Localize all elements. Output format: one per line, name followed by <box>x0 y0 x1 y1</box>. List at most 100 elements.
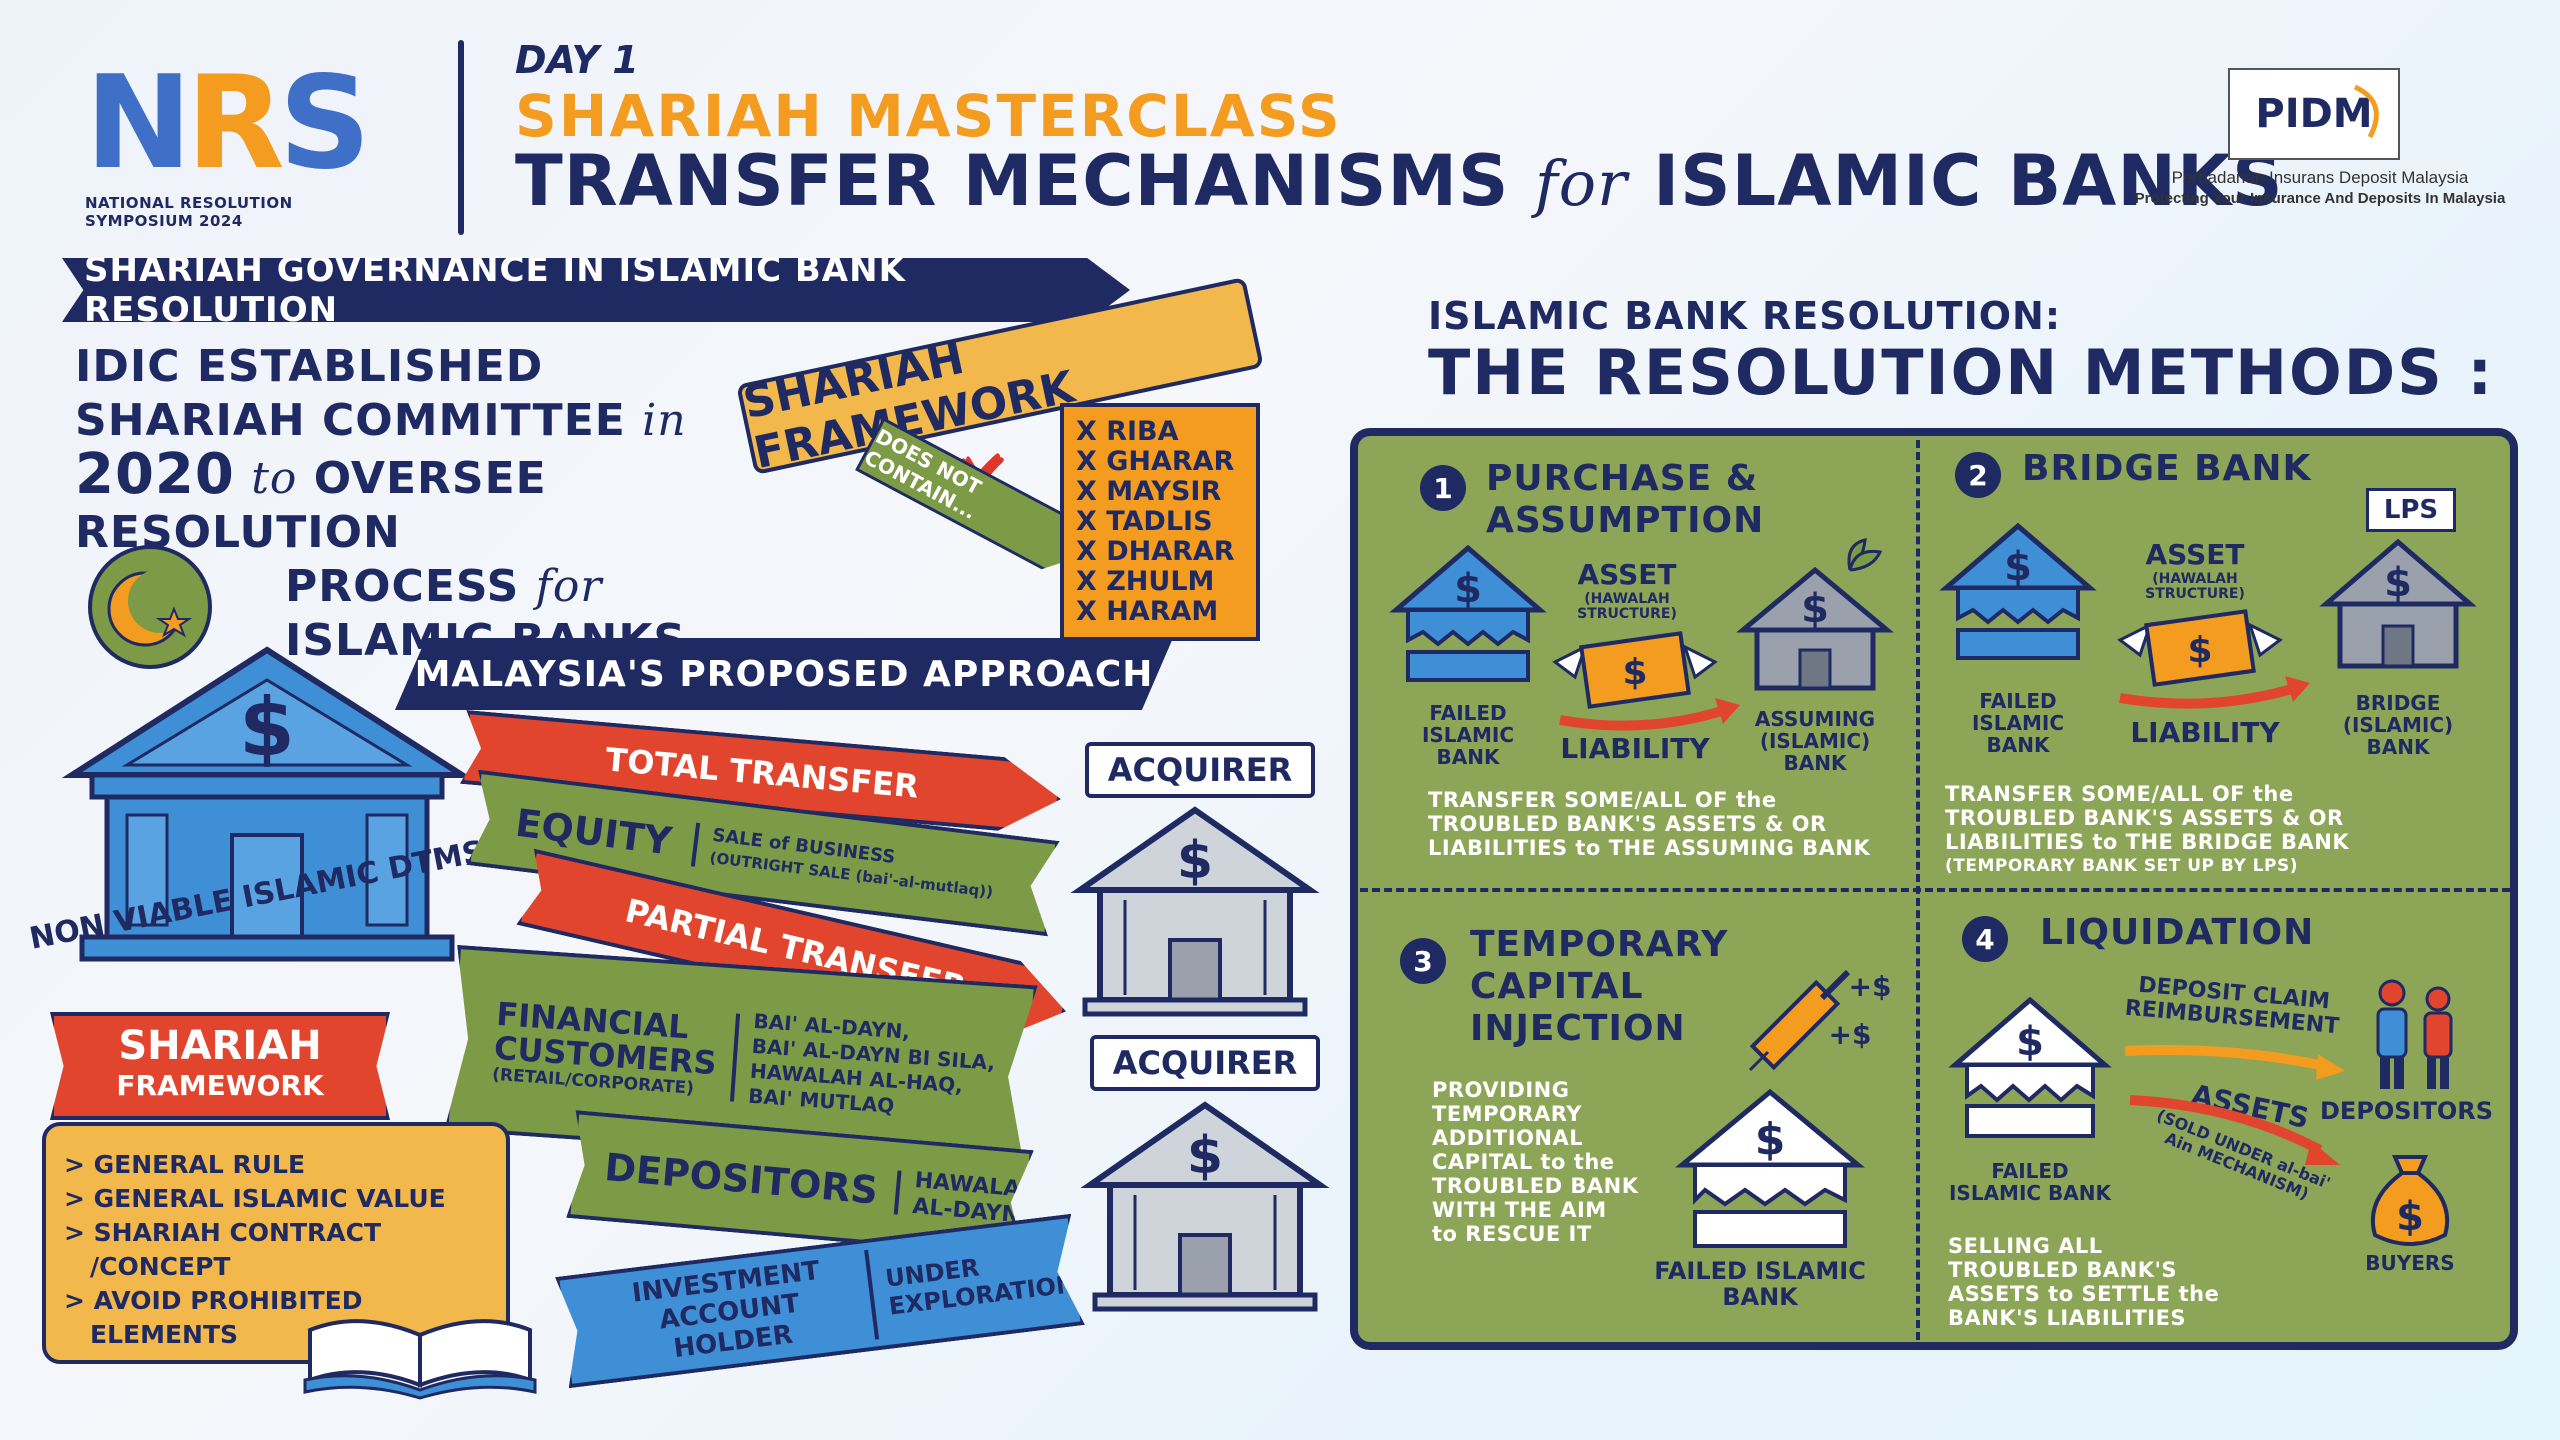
method4-depositors-label: DEPOSITORS <box>2320 1097 2494 1125</box>
method2-asset-label: ASSET <box>2145 538 2245 571</box>
sf-title1: SHARIAH <box>118 1023 322 1069</box>
syringe-icon <box>1748 969 1851 1072</box>
method4-number: 4 <box>1962 916 2008 962</box>
sf-item: /CONCEPT <box>90 1252 231 1281</box>
pidm-logo: PIDM <box>2228 68 2400 160</box>
method4-title: LIQUIDATION <box>2040 912 2315 953</box>
equity-key: EQUITY <box>473 796 699 867</box>
nrs-logo: NRS NATIONAL RESOLUTION SYMPOSIUM 2024 <box>85 49 405 231</box>
m3-desc-line: PROVIDING <box>1432 1078 1570 1102</box>
pidm-caption: Perbadanan Insurans Deposit Malaysia Pro… <box>2130 168 2510 207</box>
method4-buyers-label: BUYERS <box>2365 1251 2455 1275</box>
proposed-approach-banner: MALAYSIA'S PROPOSED APPROACH <box>395 638 1173 710</box>
m3-desc-line: to RESCUE IT <box>1432 1222 1592 1246</box>
m2-desc-line: TRANSFER SOME/ALL OF the <box>1945 782 2294 806</box>
svg-text:$: $ <box>2016 1019 2044 1065</box>
prohibited-item: X ZHULM <box>1076 566 1215 597</box>
svg-text:$: $ <box>1801 586 1829 632</box>
m3-failed-line: FAILED ISLAMIC <box>1654 1257 1866 1285</box>
lps-tag: LPS <box>2366 488 2456 532</box>
pidm-name: Perbadanan Insurans Deposit Malaysia <box>2171 168 2469 187</box>
svg-text:$: $ <box>1755 1114 1786 1165</box>
idic-line4a: PROCESS <box>285 561 520 612</box>
m3-desc-line: ADDITIONAL <box>1432 1126 1584 1150</box>
depositors-people-icon <box>2376 979 2453 1089</box>
svg-text:$: $ <box>1177 831 1213 891</box>
sf-item: > GENERAL RULE <box>64 1150 306 1179</box>
header-divider <box>458 40 464 235</box>
idic-line3b: to <box>251 453 298 504</box>
failed-bank-icon: $ <box>1948 996 2112 1138</box>
financial-key: FINANCIAL CUSTOMERS (RETAIL/CORPORATE) <box>452 994 740 1102</box>
deposit-arrow-icon <box>2124 1045 2345 1080</box>
liability-arrow-icon <box>2119 676 2310 709</box>
method1-asset-label: ASSET <box>1577 558 1677 591</box>
governance-banner: SHARIAH GOVERNANCE IN ISLAMIC BANK RESOL… <box>62 258 1130 322</box>
resolution-subtitle: ISLAMIC BANK RESOLUTION: <box>1428 294 2062 338</box>
nrs-logo-letters: NRS <box>85 49 371 198</box>
m1-assuming-line: (ISLAMIC) <box>1759 729 1871 753</box>
pidm-tagline: Protecting Your Insurance And Deposits I… <box>2134 190 2506 207</box>
acquirer-bank-icon: $ <box>1080 1101 1330 1312</box>
method3-title2: CAPITAL <box>1470 966 1644 1007</box>
svg-text:$: $ <box>2396 1194 2424 1240</box>
svg-text:$: $ <box>1454 566 1482 612</box>
main-title-part2: ISLAMIC BANKS <box>1653 140 2284 222</box>
shariah-framework-list: > GENERAL RULE > GENERAL ISLAMIC VALUE >… <box>42 1122 510 1364</box>
method2-bridge-label: BRIDGE (ISLAMIC) BANK <box>2328 692 2468 758</box>
method3-title3: INJECTION <box>1470 1008 1686 1049</box>
acquirer-label-2: ACQUIRER <box>1090 1035 1320 1091</box>
method3-failed-label: FAILED ISLAMIC BANK <box>1640 1258 1880 1310</box>
method1-title: PURCHASE & ASSUMPTION <box>1486 458 1764 542</box>
acquirer-bank-icon: $ <box>1070 806 1320 1017</box>
sf-item: > SHARIAH CONTRACT <box>64 1218 382 1247</box>
open-book-icon <box>303 1319 537 1400</box>
sf-title2: FRAMEWORK <box>116 1069 324 1102</box>
islamic-bank-icon: $ <box>61 646 473 962</box>
acquirer-label-1: ACQUIRER <box>1085 742 1315 798</box>
method1-failed-label: FAILED ISLAMIC BANK <box>1408 702 1528 768</box>
m3-desc-line: WITH THE AIM <box>1432 1198 1607 1222</box>
m3-desc-line: TROUBLED BANK <box>1432 1174 1639 1198</box>
m1-assuming-line: BANK <box>1783 751 1847 775</box>
method1-assuming-label: ASSUMING (ISLAMIC) BANK <box>1745 708 1885 774</box>
m1-failed-line: ISLAMIC <box>1421 723 1515 747</box>
failed-bank-icon: $ <box>1939 522 2097 660</box>
svg-text:$: $ <box>2384 560 2412 606</box>
method3-description: PROVIDING TEMPORARY ADDITIONAL CAPITAL t… <box>1432 1078 1652 1246</box>
idic-line2b: in <box>642 395 687 446</box>
method4-failed-label: FAILED ISLAMIC BANK <box>1930 1160 2130 1204</box>
m4-desc-line: BANK'S LIABILITIES <box>1948 1306 2187 1330</box>
m3-failed-line: BANK <box>1722 1283 1798 1311</box>
m2-failed-line: BANK <box>1986 733 2050 757</box>
crescent-moon-icon <box>88 545 212 669</box>
method3-title: TEMPORARY CAPITAL INJECTION <box>1470 924 1728 1050</box>
m1-desc-line: LIABILITIES to THE ASSUMING BANK <box>1428 836 1871 860</box>
m2-failed-line: ISLAMIC <box>1971 711 2065 735</box>
svg-text:$: $ <box>2004 544 2032 590</box>
crescent-star-icon <box>107 569 193 647</box>
m1-desc-line: TRANSFER SOME/ALL OF the <box>1428 788 1777 812</box>
method1-liability-label: LIABILITY <box>1560 732 1710 765</box>
m3-desc-line: TEMPORARY <box>1432 1102 1582 1126</box>
prohibited-item: X MAYSIR <box>1076 476 1222 507</box>
m4-desc-line: ASSETS to SETTLE the <box>1948 1282 2220 1306</box>
prohibited-item: X GHARAR <box>1076 446 1235 477</box>
sf-item: > GENERAL ISLAMIC VALUE <box>64 1184 446 1213</box>
m1-desc-line: TROUBLED BANK'S ASSETS & OR <box>1428 812 1827 836</box>
method1-description: TRANSFER SOME/ALL OF the TROUBLED BANK'S… <box>1428 788 1898 860</box>
asset-cash-icon: $ <box>2117 609 2283 687</box>
method1-number: 1 <box>1420 465 1466 511</box>
method1-asset-sub: (HAWALAH STRUCTURE) <box>1577 591 1677 622</box>
m1-failed-line: BANK <box>1436 745 1500 769</box>
prohibited-item: X HARAM <box>1076 596 1219 627</box>
m2-desc-line: TROUBLED BANK'S ASSETS & OR <box>1945 806 2344 830</box>
m4-desc-line: SELLING ALL <box>1948 1234 2103 1258</box>
method3-number: 3 <box>1400 938 1446 984</box>
shariah-framework-banner: SHARIAH FRAMEWORK <box>50 1012 390 1120</box>
failed-bank-icon: $ <box>1389 544 1547 682</box>
nrs-logo-subtitle: NATIONAL RESOLUTION SYMPOSIUM 2024 <box>85 194 293 230</box>
idic-line2a: SHARIAH COMMITTEE <box>75 395 626 446</box>
idic-line1: IDIC ESTABLISHED <box>75 341 544 392</box>
m4-failed-line: FAILED <box>1991 1159 2069 1183</box>
